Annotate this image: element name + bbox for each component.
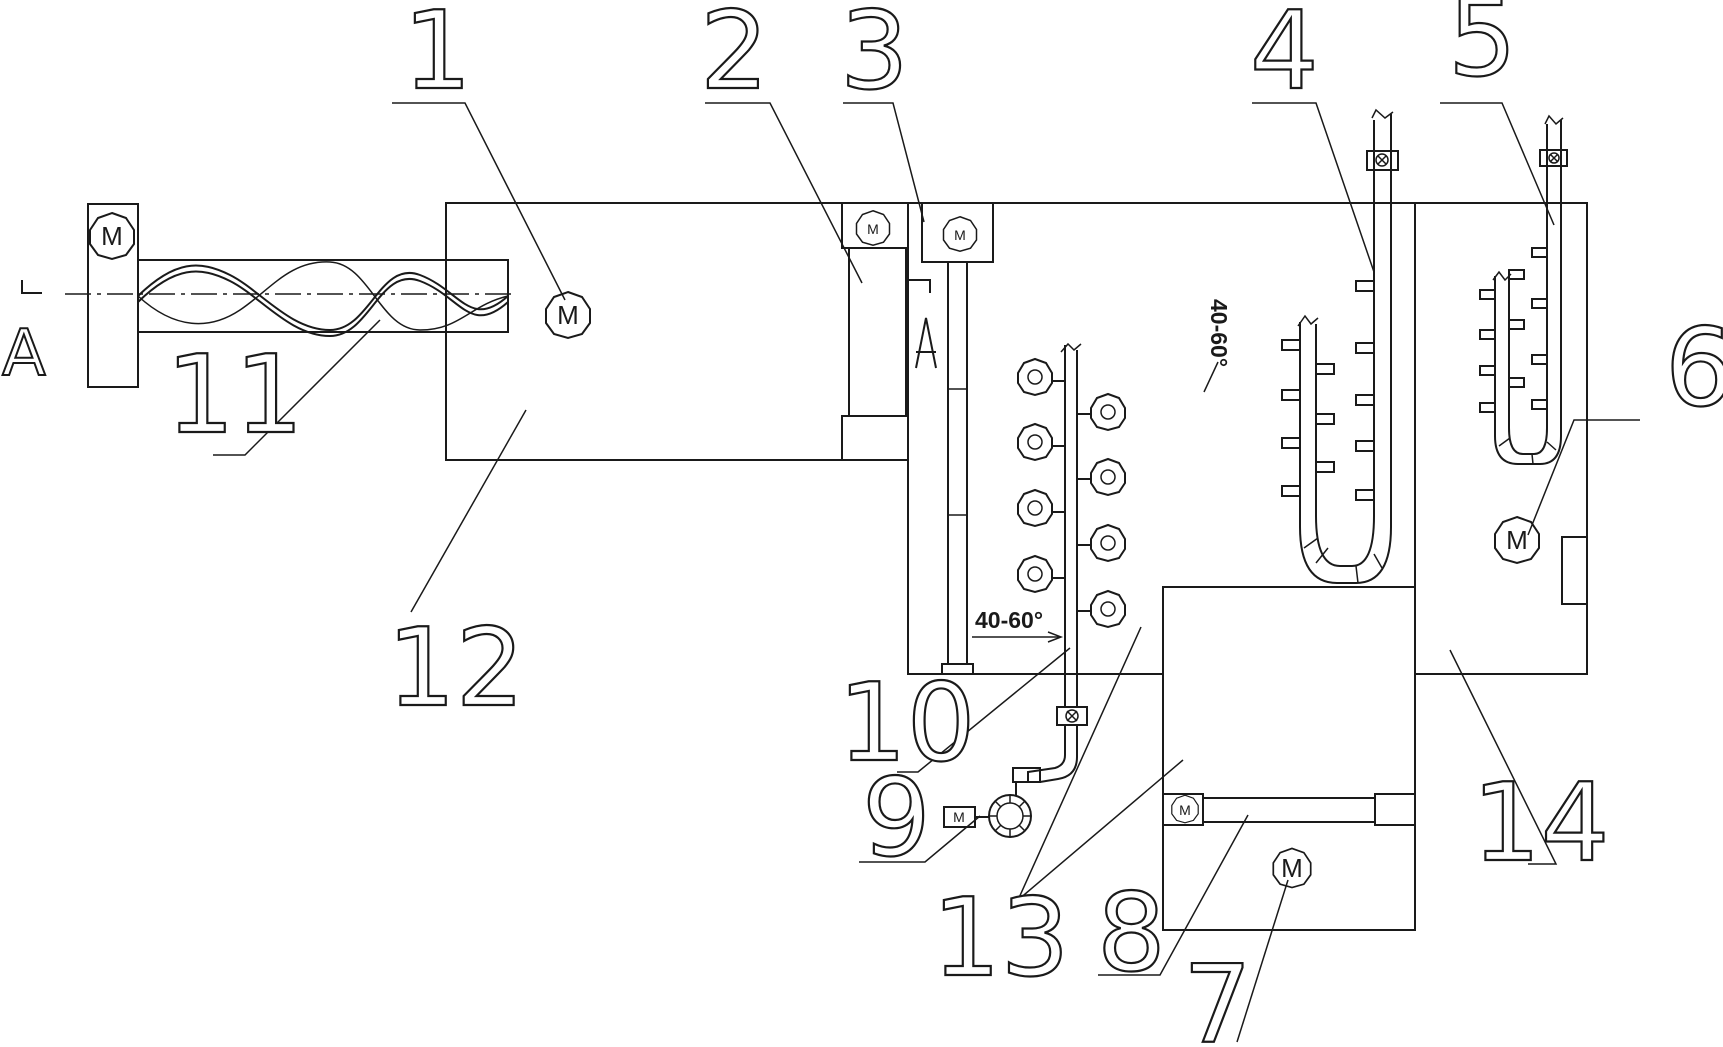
leader-lines bbox=[213, 102, 1640, 1043]
section-marker-left: A bbox=[1, 280, 47, 392]
u-tube-heater-5 bbox=[1479, 114, 1568, 465]
motor-label: M bbox=[1281, 853, 1303, 883]
filter-screen bbox=[841, 202, 909, 461]
chamber-motor: M bbox=[1494, 516, 1540, 564]
label-13: 13 bbox=[932, 876, 1069, 1001]
label-8: 8 bbox=[1097, 871, 1166, 996]
angle-annotation-lower: 40-60° bbox=[972, 607, 1064, 643]
nozzle-icon bbox=[1090, 393, 1126, 431]
label-9: 9 bbox=[862, 756, 931, 881]
outlet-port bbox=[1561, 536, 1588, 605]
section-marker-right bbox=[908, 279, 937, 369]
label-7: 7 bbox=[1183, 943, 1252, 1047]
nozzle-column-left bbox=[1017, 358, 1065, 593]
nozzle-column-right bbox=[1077, 393, 1126, 628]
nozzle-icon bbox=[1090, 458, 1126, 496]
angle-text-upper: 40-60° bbox=[1206, 299, 1232, 367]
label-6: 6 bbox=[1665, 306, 1723, 431]
motor-label: M bbox=[1506, 525, 1528, 555]
nozzle-icon bbox=[1017, 555, 1053, 593]
pump-motor-label: M bbox=[953, 809, 965, 825]
label-14: 14 bbox=[1472, 761, 1609, 886]
angle-annotation-upper: 40-60° bbox=[1203, 299, 1232, 393]
tank-motor: M bbox=[545, 291, 591, 339]
reference-numerals: 1 2 3 4 5 6 7 8 9 10 11 12 13 14 bbox=[165, 0, 1723, 1047]
motor-label: M bbox=[1179, 802, 1191, 818]
label-1: 1 bbox=[403, 0, 472, 114]
filter-motor: M bbox=[1171, 794, 1199, 824]
angle-text-lower: 40-60° bbox=[975, 607, 1043, 633]
motor-label: M bbox=[557, 300, 579, 330]
screen-motor: M bbox=[855, 210, 891, 246]
label-3: 3 bbox=[840, 0, 909, 114]
motor-label: M bbox=[101, 221, 123, 251]
nozzle-icon bbox=[1090, 590, 1126, 628]
main-chamber bbox=[907, 202, 1588, 675]
pump: M bbox=[943, 782, 1032, 838]
lower-tank-motor: M bbox=[1272, 847, 1312, 889]
nozzle-icon bbox=[1090, 524, 1126, 562]
lower-tank bbox=[1162, 586, 1416, 931]
spray-manifold bbox=[1012, 342, 1088, 783]
lift-motor: M bbox=[942, 216, 978, 252]
u-tube-heater-4 bbox=[1281, 108, 1399, 584]
lift-conveyor bbox=[921, 202, 994, 675]
label-4: 4 bbox=[1250, 0, 1319, 114]
screw-motor: M bbox=[89, 212, 135, 260]
label-10: 10 bbox=[838, 661, 975, 786]
motor-label: M bbox=[954, 227, 966, 243]
label-12: 12 bbox=[387, 606, 524, 731]
nozzle-icon bbox=[1017, 358, 1053, 396]
section-label-left: A bbox=[2, 317, 46, 391]
nozzle-icon bbox=[1017, 489, 1053, 527]
tank-12 bbox=[445, 202, 909, 461]
label-2: 2 bbox=[700, 0, 769, 114]
label-11: 11 bbox=[166, 333, 303, 458]
label-5: 5 bbox=[1448, 0, 1517, 101]
motor-label: M bbox=[867, 221, 879, 237]
nozzle-icon bbox=[1017, 423, 1053, 461]
